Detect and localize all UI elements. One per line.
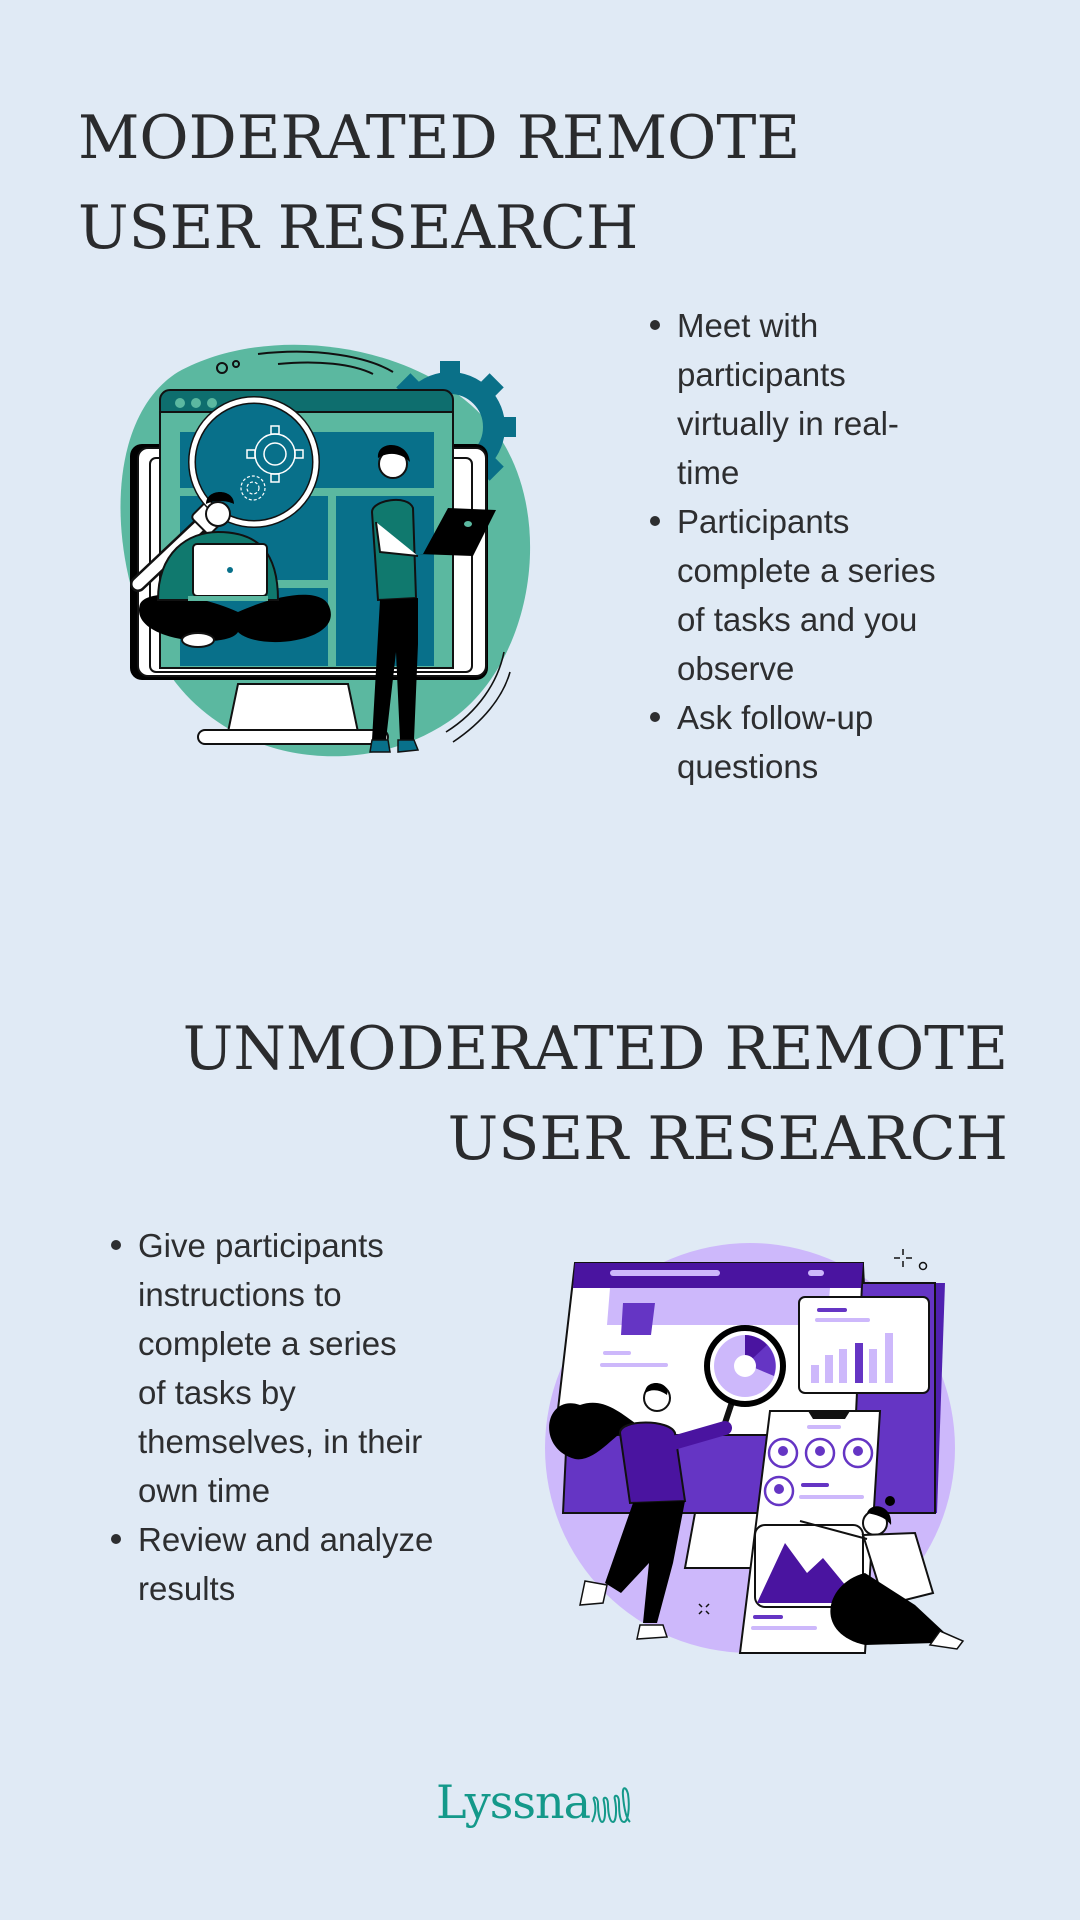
unmoderated-research-illustration: [545, 1233, 975, 1663]
title-line: MODERATED REMOTE: [78, 103, 801, 173]
bullet-dot-icon: [111, 1240, 121, 1250]
logo-wordmark: Lyssna: [436, 1775, 591, 1829]
squiggle-loops-icon: [591, 1787, 631, 1824]
title-line: USER RESEARCH: [447, 1104, 1008, 1174]
moderated-research-illustration: [118, 332, 548, 762]
section-title-moderated: MODERATED REMOTE USER RESEARCH: [78, 93, 800, 273]
bullet-dot-icon: [650, 320, 660, 330]
bullet-dot-icon: [111, 1534, 121, 1544]
bullet-item: Review and analyze results: [111, 1515, 483, 1613]
bullet-dot-icon: [650, 712, 660, 722]
bullet-item: Meet with participants virtually in real…: [650, 301, 987, 497]
people-analyzing-dashboard-icon: [545, 1243, 965, 1654]
bullet-item: Give participants instructions to comple…: [111, 1221, 483, 1515]
title-line: UNMODERATED REMOTE: [182, 1014, 1008, 1084]
people-with-monitor-icon: [120, 344, 531, 757]
lyssna-logo: Lyssna: [436, 1776, 632, 1828]
bullet-item: Participants complete a series of tasks …: [650, 497, 987, 693]
bullet-item: Ask follow-up questions: [650, 693, 987, 791]
unmoderated-bullet-list: Give participants instructions to comple…: [111, 1221, 483, 1613]
section-title-unmoderated: UNMODERATED REMOTE USER RESEARCH: [183, 1004, 1008, 1184]
moderated-bullet-list: Meet with participants virtually in real…: [650, 301, 987, 791]
bullet-dot-icon: [650, 516, 660, 526]
title-line: USER RESEARCH: [78, 193, 639, 263]
